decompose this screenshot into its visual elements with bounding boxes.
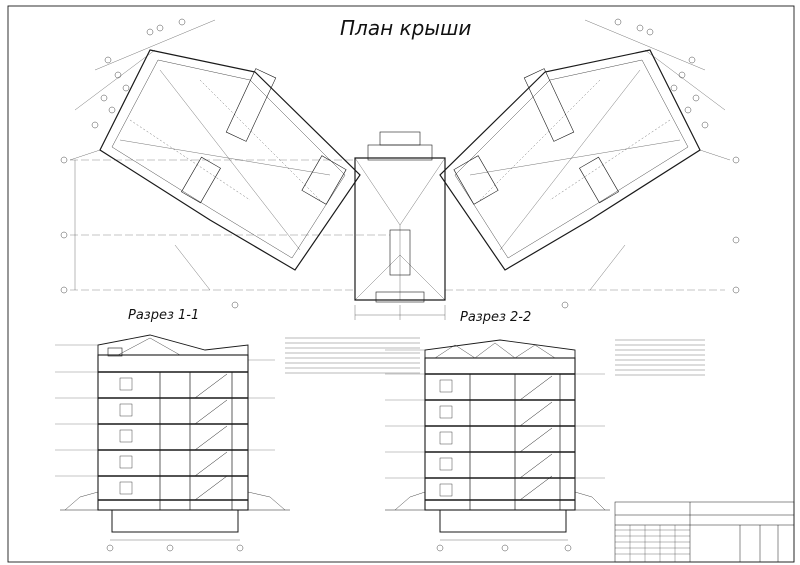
section-1-1-title: Разрез 1-1 — [128, 308, 200, 323]
section-2-2-title: Разрез 2-2 — [460, 310, 532, 325]
axis-markers — [60, 18, 740, 309]
roof-plan — [69, 19, 731, 320]
section-1-1 — [55, 334, 420, 552]
roof-plan-title: План крыши — [340, 16, 472, 40]
title-block — [614, 501, 795, 563]
section-2-2 — [385, 339, 705, 552]
sheet-frame — [7, 5, 795, 563]
